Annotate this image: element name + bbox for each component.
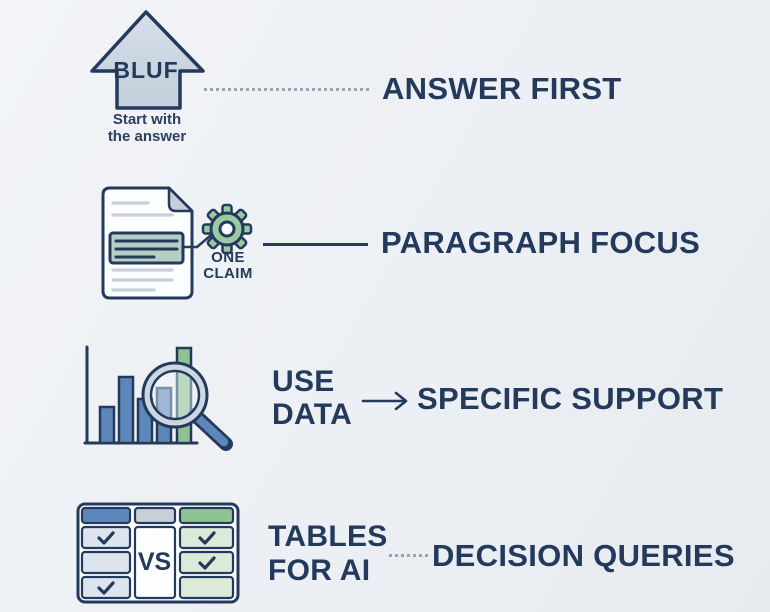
claim-text-lines xyxy=(114,239,179,259)
box-to-gear-connector xyxy=(181,234,212,249)
vs-label: VS xyxy=(137,548,172,576)
dotted-connector xyxy=(204,88,369,91)
solid-connector xyxy=(263,243,368,246)
one-claim-line2: CLAIM xyxy=(203,265,253,282)
row-title-specific-support: SPECIFIC SUPPORT xyxy=(417,381,724,416)
check-icon xyxy=(198,531,216,545)
table-left-column xyxy=(80,525,132,600)
document-with-gear-icon xyxy=(101,186,253,300)
bar-chart-with-magnifier-icon xyxy=(83,345,233,451)
table-header-row xyxy=(80,506,235,525)
one-claim-label: ONE CLAIM xyxy=(196,250,260,282)
tables-line1: TABLES xyxy=(268,520,388,553)
table-right-column xyxy=(178,525,235,600)
bluf-caption: Start with the answer xyxy=(107,111,187,145)
page-fold xyxy=(167,186,194,213)
bluf-up-arrow-icon xyxy=(90,10,205,110)
magnifier-icon xyxy=(141,361,233,451)
use-data-label: USE DATA xyxy=(272,365,352,431)
dotted-connector xyxy=(389,554,428,557)
page-text-lines xyxy=(111,201,174,292)
tables-line2: FOR AI xyxy=(268,554,371,587)
use-data-line1: USE xyxy=(272,365,335,398)
check-icon xyxy=(198,556,216,570)
gear-icon xyxy=(201,203,253,255)
tables-for-ai-label: TABLES FOR AI xyxy=(268,520,388,588)
row-title-paragraph-focus: PARAGRAPH FOCUS xyxy=(381,225,701,260)
check-icon xyxy=(97,581,115,595)
comparison-table-icon xyxy=(76,502,240,604)
bluf-arrow-label: BLUF xyxy=(113,57,179,83)
row-title-answer-first: ANSWER FIRST xyxy=(382,71,622,106)
check-icon xyxy=(97,531,115,545)
table-vs-cell xyxy=(133,525,177,600)
use-data-line2: DATA xyxy=(272,398,353,431)
row-title-decision-queries: DECISION QUERIES xyxy=(432,538,735,573)
right-arrow-icon xyxy=(361,391,408,411)
one-claim-line1: ONE xyxy=(211,249,245,266)
